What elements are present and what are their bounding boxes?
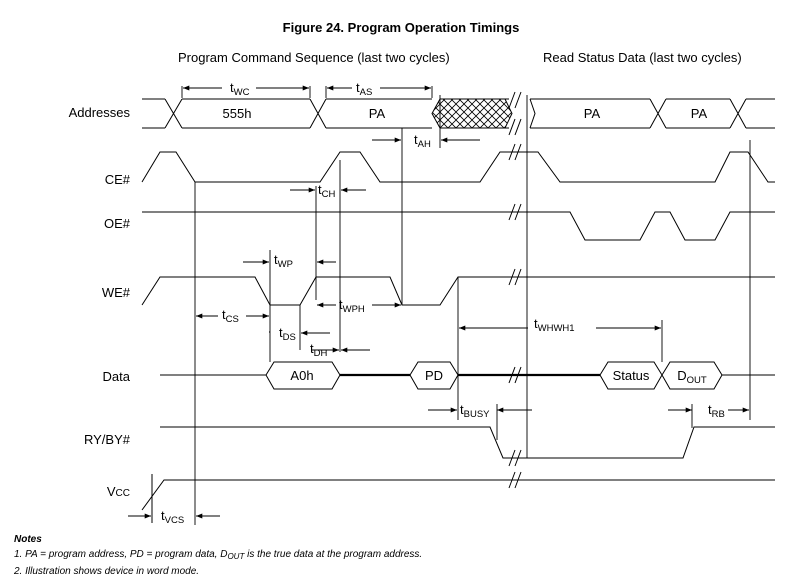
figure-title: Figure 24. Program Operation Timings (282, 20, 520, 35)
signal-label-vcc: VCC (0, 484, 130, 499)
reference-lines (181, 86, 751, 525)
signal-label-we: WE# (101, 285, 130, 300)
bus-value-addr3: PA (584, 106, 601, 121)
bus-value-addr2: PA (369, 106, 386, 121)
signal-label-data: Data (102, 369, 130, 384)
vcc-waveform (141, 474, 775, 523)
notes-block: Notes 1. PA = program address, PD = prog… (14, 532, 422, 579)
signal-label-addresses: Addresses (68, 105, 130, 120)
ce-waveform (141, 151, 775, 183)
timing-label-tch: tCH (318, 182, 335, 200)
timing-label-tcs: tCS (222, 307, 239, 325)
rdy-waveform (160, 426, 775, 459)
bus-value-data4: DOUT (677, 368, 707, 386)
timing-label-twph: tWPH (339, 297, 365, 315)
timing-label-tas: tAS (356, 80, 372, 98)
vcc-sub: CC (115, 488, 130, 499)
timing-label-trb: tRB (708, 402, 725, 420)
signal-label-oe: OE# (103, 216, 130, 231)
note-1: 1. PA = program address, PD = program da… (14, 549, 423, 561)
signal-label-ce: CE# (104, 172, 130, 187)
bus-value-data2: PD (425, 368, 443, 383)
notes-heading: Notes (14, 534, 42, 545)
bus-value-data3: Status (613, 368, 650, 383)
note-2: 2. Illustration shows device in word mod… (14, 566, 200, 577)
timing-label-twc: tWC (230, 80, 250, 98)
bus-value-addr1: 555h (223, 106, 252, 121)
timing-label-tbusy: tBUSY (460, 402, 490, 420)
timing-label-twhwh1: tWHWH1 (534, 316, 575, 334)
section-read-status: Read Status Data (last two cycles) (543, 50, 742, 65)
we-waveform (141, 276, 775, 306)
timing-label-tvcs: tVCS (161, 508, 184, 526)
signal-label-rdy: RY/BY# (83, 432, 130, 447)
timing-arrows (128, 85, 749, 519)
oe-waveform (142, 211, 775, 241)
section-program-command: Program Command Sequence (last two cycle… (178, 50, 450, 65)
timing-label-tds: tDS (279, 325, 296, 343)
timing-label-tdh: tDH (310, 341, 327, 359)
addresses-waveform (142, 98, 775, 129)
time-break-marks (508, 91, 522, 489)
bus-value-data1: A0h (290, 368, 313, 383)
timing-label-tah: tAH (414, 132, 431, 150)
bus-value-addr4: PA (691, 106, 708, 121)
timing-label-twp: tWP (274, 252, 293, 270)
vcc-main: V (106, 484, 116, 499)
